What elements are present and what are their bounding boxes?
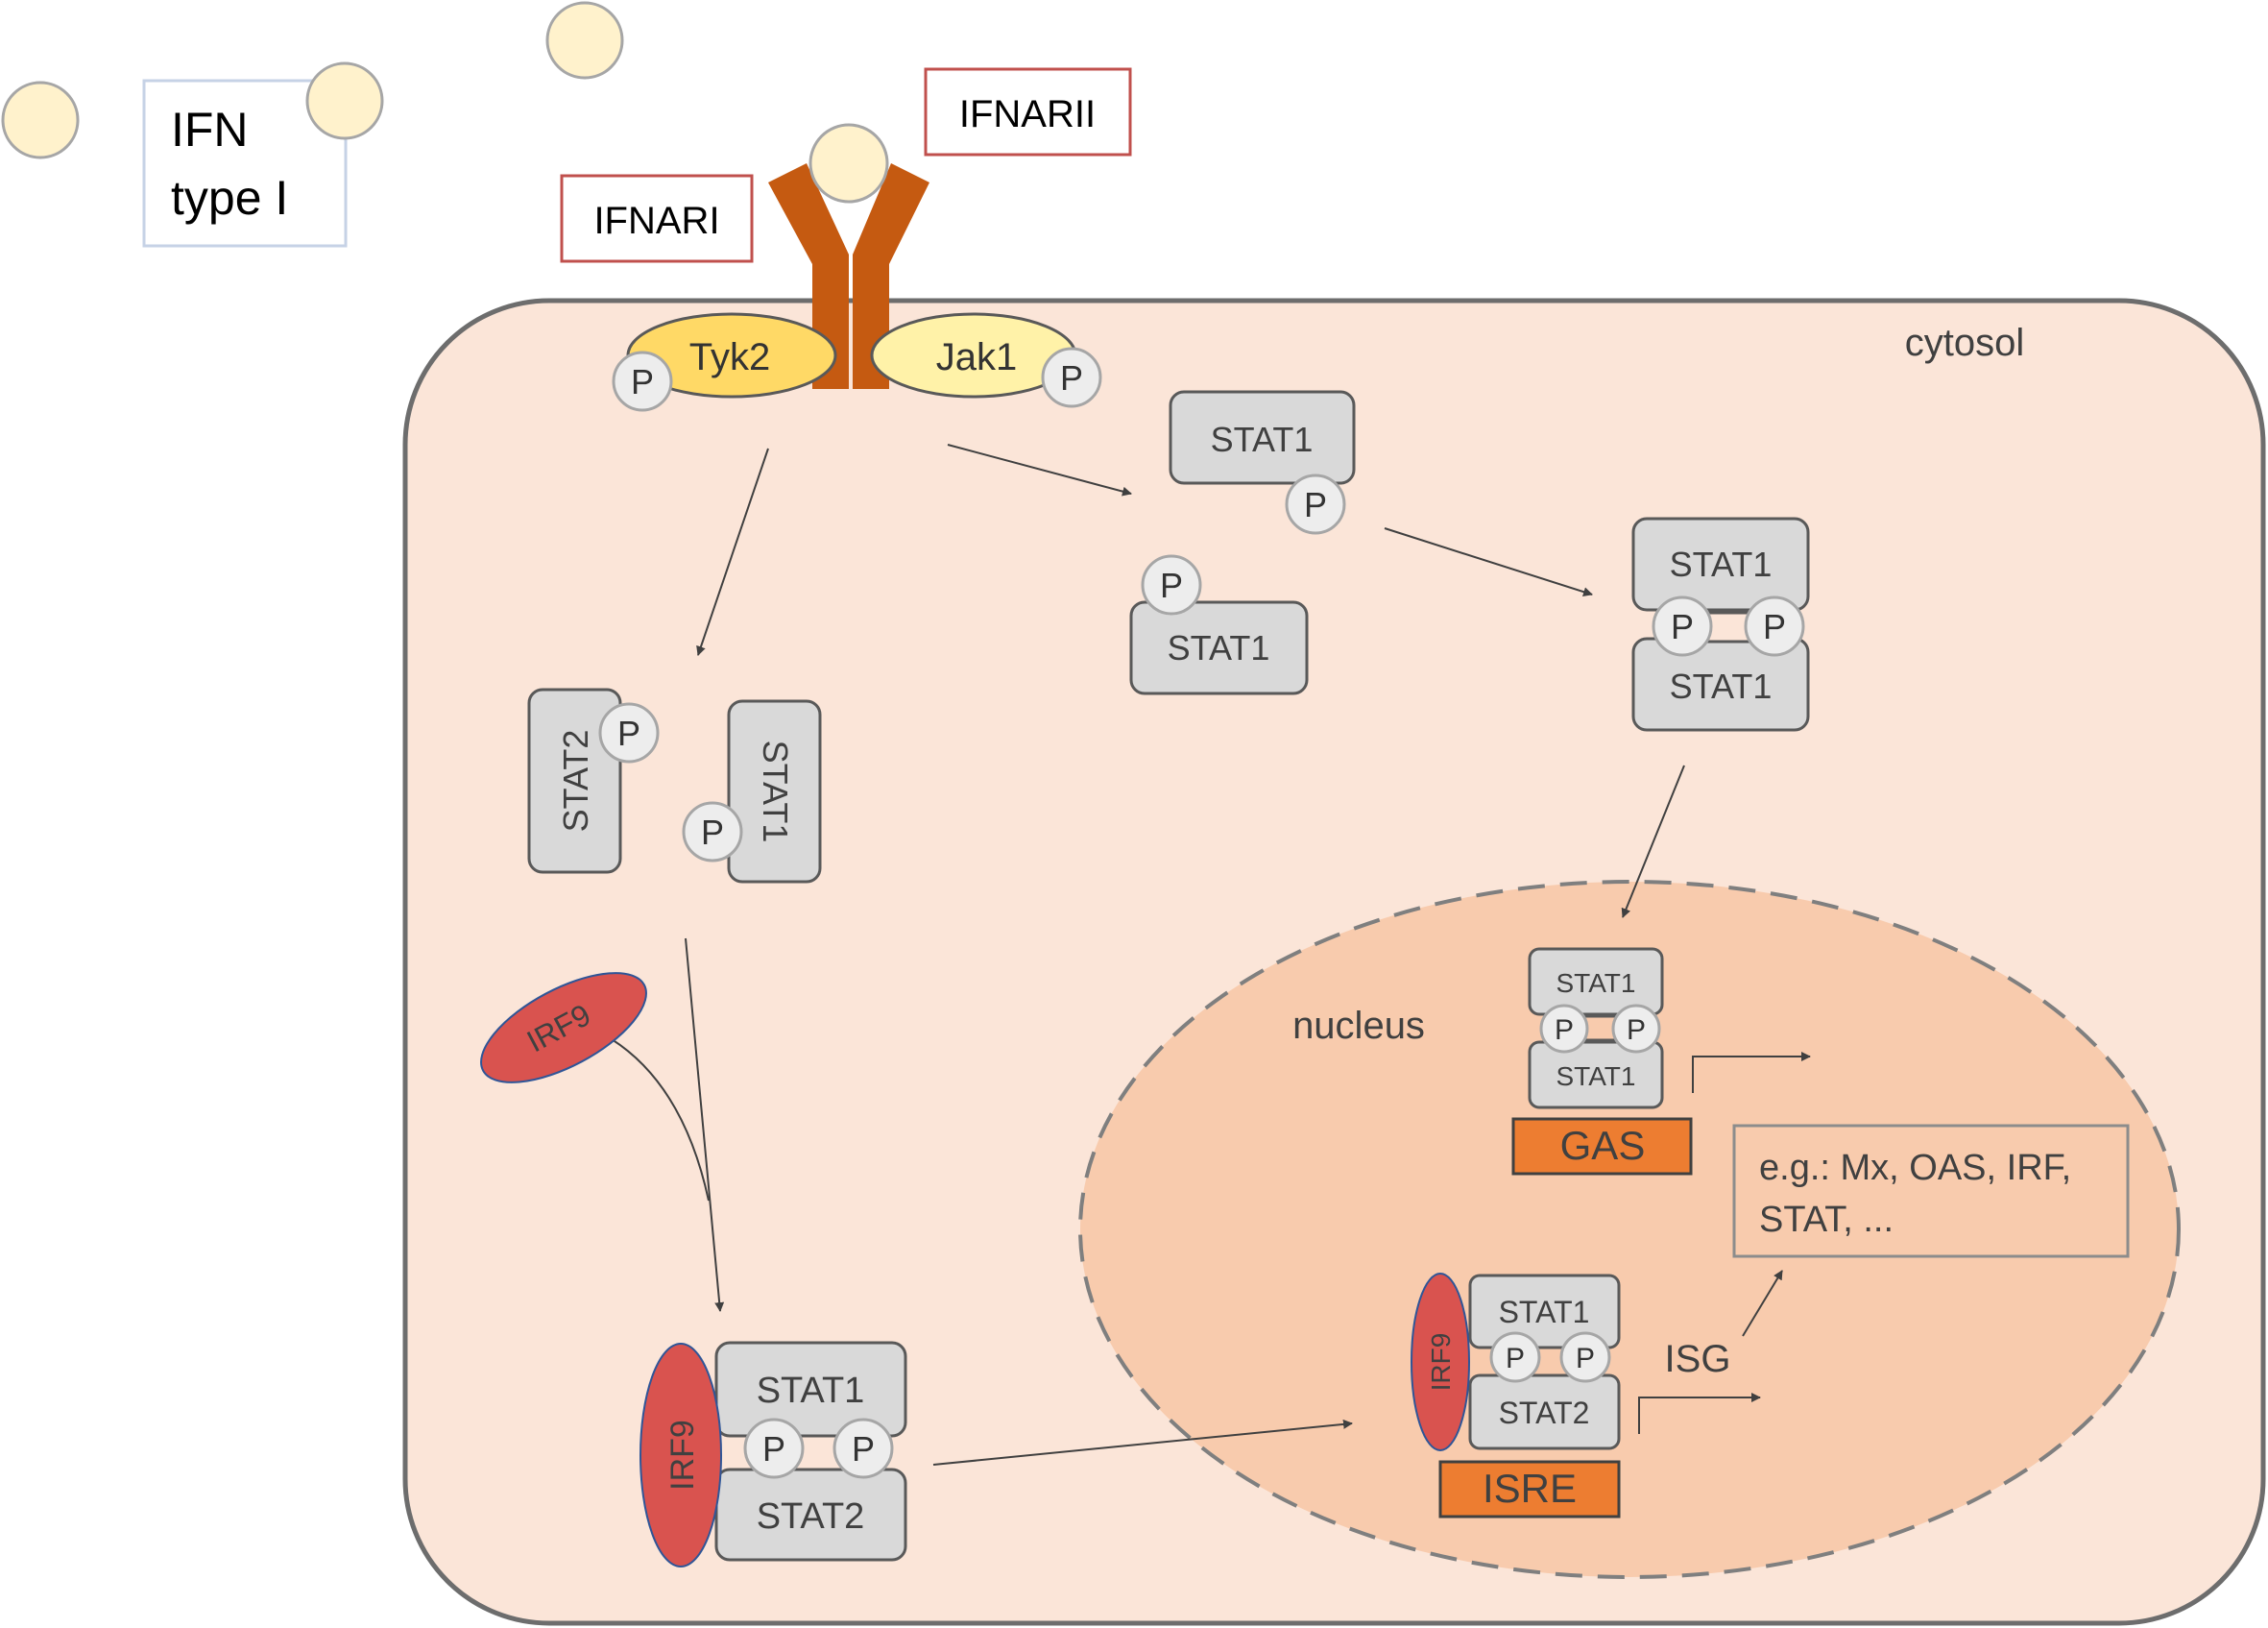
gas-element	[1511, 1117, 1693, 1176]
ifnar1-label: IFNARI	[593, 200, 719, 242]
ifnar1-label-box	[560, 174, 754, 263]
phospho-circle	[1744, 595, 1805, 657]
irf9-label: IRF9	[1426, 1333, 1456, 1392]
stat1-box	[1528, 947, 1664, 1016]
ifn-molecule-bound	[808, 123, 889, 204]
ifnar2-receptor	[853, 163, 929, 389]
phospho-label: P	[631, 362, 654, 401]
tyk2-label: Tyk2	[689, 336, 770, 378]
stat1-label: STAT1	[1556, 968, 1636, 998]
cytosol-label: cytosol	[1905, 322, 2025, 364]
nucleus-label: nucleus	[1292, 1005, 1425, 1047]
stat1-label: STAT1	[1211, 420, 1314, 459]
irf9-label: IRF9	[664, 1420, 701, 1491]
stat1-label: STAT1	[756, 741, 795, 843]
gas-label: GAS	[1560, 1123, 1646, 1168]
stat1-box	[1528, 1040, 1664, 1109]
phospho-label: P	[1763, 607, 1786, 646]
stat1-label: STAT1	[757, 1371, 865, 1411]
isre-label: ISRE	[1483, 1466, 1577, 1511]
stat1-box	[1169, 390, 1356, 485]
phospho-circle	[1539, 1004, 1589, 1054]
arrow-isg-to-genes	[1742, 1270, 1783, 1337]
phospho-circle	[832, 1418, 894, 1479]
isre-element	[1438, 1460, 1621, 1519]
gas-transcription-arrow	[1692, 1052, 1811, 1093]
irf9-protein	[480, 972, 647, 1083]
phospho-circle	[598, 702, 660, 764]
phospho-label: P	[1506, 1343, 1525, 1374]
stat1-box	[1631, 517, 1810, 612]
stat2-box	[527, 688, 622, 874]
stat2-label: STAT2	[556, 730, 595, 833]
stat1-label: STAT1	[1556, 1061, 1636, 1091]
phospho-circle	[743, 1418, 805, 1479]
legend-text-line1: IFN	[171, 103, 249, 157]
arrow-isgf3-to-nucleus	[932, 1419, 1353, 1466]
nucleus-envelope	[1078, 880, 2181, 1579]
arrow-stat1-to-dimer	[1384, 527, 1593, 597]
target-genes-line2: STAT, ...	[1759, 1200, 1894, 1240]
stat1-label: STAT1	[1499, 1295, 1590, 1329]
phospho-circle	[1141, 554, 1202, 616]
stat2-label: STAT2	[1499, 1396, 1590, 1430]
phospho-label: P	[1304, 485, 1327, 524]
phospho-label: P	[1555, 1014, 1574, 1046]
stat1-box	[1129, 600, 1309, 695]
phospho-label: P	[1160, 566, 1183, 605]
isg-label: ISG	[1665, 1338, 1731, 1380]
phospho-circle	[1652, 595, 1713, 657]
phospho-circle	[1041, 347, 1102, 408]
ifnar1-receptor	[768, 163, 849, 389]
phospho-label: P	[1671, 607, 1694, 646]
phospho-circle	[1559, 1331, 1611, 1383]
stat1-label: STAT1	[1670, 667, 1773, 706]
phospho-label: P	[762, 1429, 785, 1469]
phospho-label: P	[1627, 1014, 1646, 1046]
target-genes-line1: e.g.: Mx, OAS, IRF,	[1759, 1148, 2071, 1188]
irf9-protein	[639, 1343, 722, 1567]
ifn-molecule	[545, 1, 624, 80]
phospho-circle	[682, 801, 743, 863]
phospho-circle	[612, 351, 673, 412]
arrow-heterodimer-to-isgf3	[685, 937, 725, 1312]
stat1-label: STAT1	[1670, 545, 1773, 584]
phospho-label: P	[1576, 1343, 1595, 1374]
ifnar2-label-box	[924, 67, 1132, 157]
phospho-label: P	[701, 813, 724, 852]
arrow-dimer-to-nucleus	[1621, 765, 1685, 918]
stat2-label: STAT2	[757, 1496, 865, 1537]
legend-text-line2: type I	[171, 171, 288, 225]
ifnar2-label: IFNARII	[959, 93, 1096, 135]
jak1-label: Jak1	[936, 336, 1018, 378]
ifn-molecule-legend	[305, 61, 384, 140]
phospho-label: P	[852, 1429, 875, 1469]
phospho-label: P	[1060, 358, 1083, 398]
target-genes-box	[1732, 1124, 2130, 1258]
arrow-receptor-to-stat1-pathway	[947, 444, 1132, 497]
stat1-box	[727, 699, 822, 884]
isre-transcription-arrow	[1638, 1393, 1761, 1434]
irf9-join-curve	[611, 1038, 710, 1202]
phospho-circle	[1611, 1004, 1661, 1054]
stat1-label: STAT1	[1168, 628, 1270, 668]
arrow-receptor-to-stat2-pathway	[696, 448, 769, 656]
phospho-label: P	[617, 714, 640, 753]
irf9-protein	[1411, 1273, 1470, 1451]
phospho-circle	[1489, 1331, 1541, 1383]
phospho-circle	[1285, 474, 1346, 535]
ifn-molecule	[1, 81, 80, 159]
